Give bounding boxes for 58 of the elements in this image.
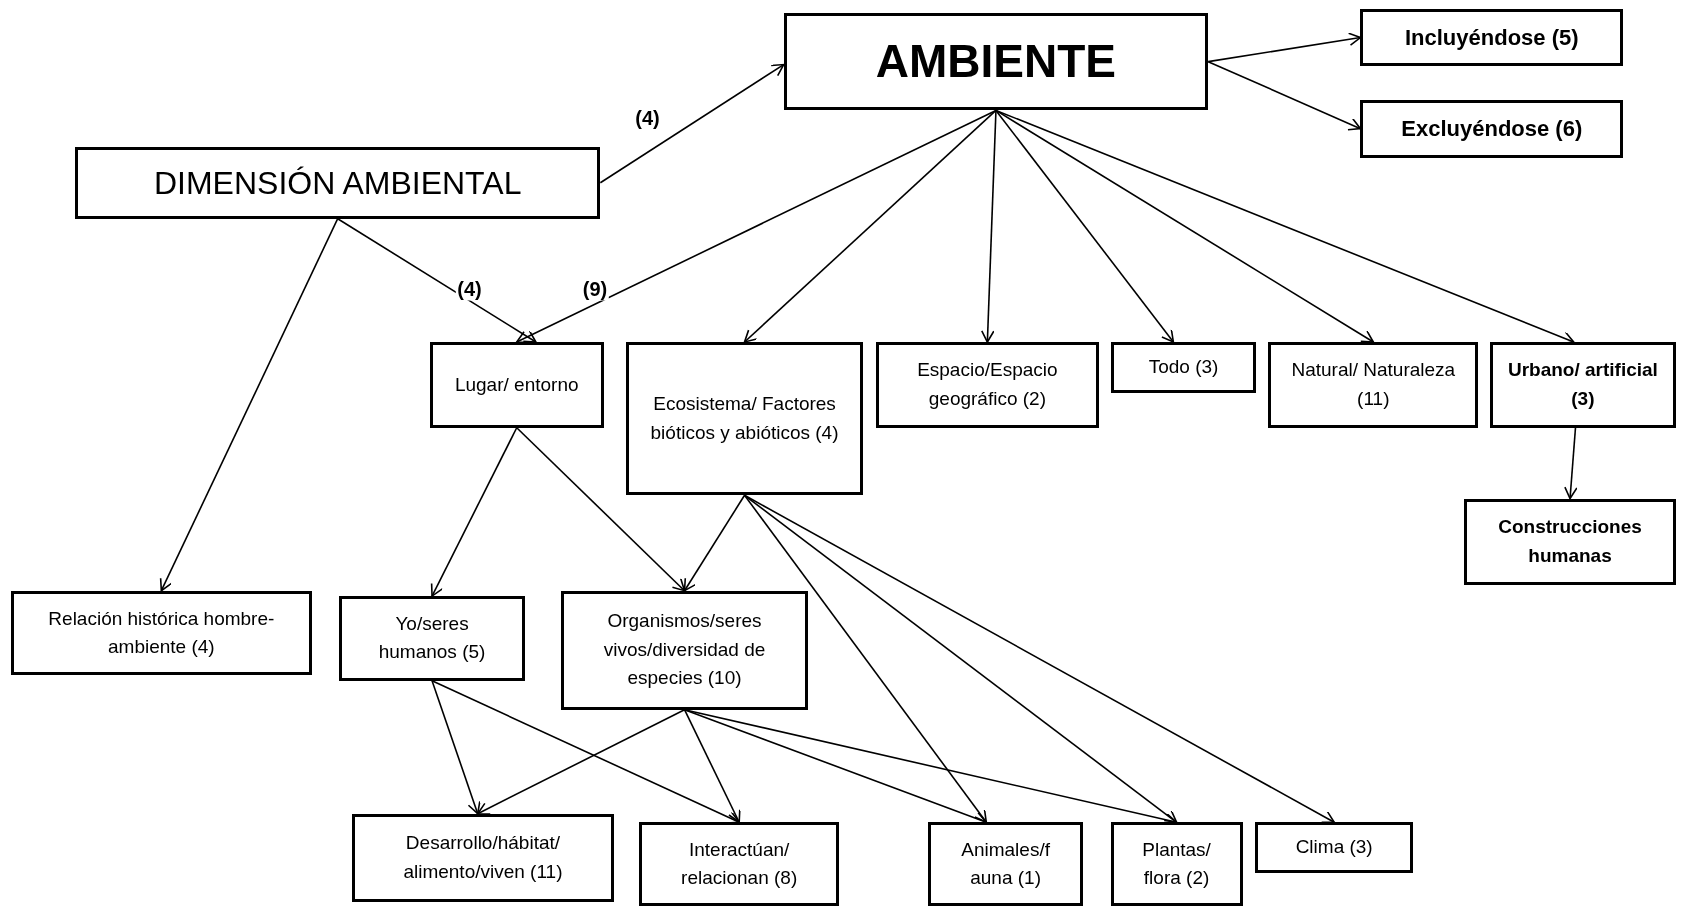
arrow: [1207, 60, 1362, 131]
concept-box: [928, 822, 1083, 906]
arrow: [683, 708, 741, 824]
concept-box: [1464, 498, 1676, 586]
arrow: [981, 109, 997, 343]
concept-box: [1268, 342, 1479, 428]
arrow: [431, 679, 740, 824]
arrow: [995, 109, 1175, 343]
arrow: [1207, 32, 1362, 63]
node-label: Urbano/ artificial (3): [1506, 358, 1659, 411]
node-label: Lugar/ entorno: [454, 372, 579, 397]
node-label: Plantas/ flora (2): [1141, 837, 1212, 891]
node-label: Construcciones humanas: [1497, 515, 1643, 568]
arrow: [743, 109, 997, 343]
arrow: [476, 708, 686, 815]
concept-box: [1360, 8, 1624, 67]
concept-box: [1255, 822, 1413, 873]
concept-box: [1110, 342, 1257, 394]
arrow: [995, 109, 1375, 343]
concept-box: [1490, 342, 1676, 428]
concept-box: [338, 596, 526, 681]
node-label: Organismos/seres vivos/diversidad de especies (10): [602, 609, 767, 691]
arrow: [431, 679, 481, 815]
concept-box: [783, 12, 1209, 111]
node-label: Espacio/Espacio geográfico (2): [916, 358, 1059, 411]
node-label: Ecosistema/ Factores bióticos y abióticos (4): [649, 392, 840, 445]
arrow: [430, 426, 518, 597]
node-label: Excluyéndose (6): [1401, 115, 1583, 144]
arrow: [515, 109, 997, 344]
concept-box: [875, 342, 1099, 428]
concept-box: [560, 590, 809, 710]
arrow: [683, 494, 746, 592]
concept-box: [10, 590, 312, 676]
node-label: AMBIENTE: [875, 34, 1117, 90]
node-label: Natural/ Naturaleza (11): [1290, 358, 1457, 411]
concept-box: [351, 813, 615, 902]
node-label: Desarrollo/hábitat/ alimento/viven (11): [402, 831, 564, 884]
concept-box: [429, 342, 604, 428]
node-label: DIMENSIÓN AMBIENTAL: [153, 163, 522, 203]
arrow: [743, 494, 1178, 824]
arrow: [1564, 426, 1578, 500]
concept-box: [626, 342, 863, 496]
arrow: [515, 426, 686, 592]
arrow: [159, 217, 339, 592]
node-label: Clima (3): [1295, 835, 1373, 860]
arrow: [336, 217, 537, 343]
concept-box: [638, 822, 840, 906]
node-label: Relación histórica hombre-ambiente (4): [47, 606, 276, 660]
concept-box: [75, 146, 601, 219]
concept-box: [1110, 822, 1243, 906]
node-label: Incluyéndose (5): [1404, 24, 1579, 52]
arrow: [599, 63, 785, 184]
node-label: Yo/seres humanos (5): [377, 611, 487, 665]
concept-box: [1360, 99, 1624, 158]
arrow: [743, 494, 988, 824]
node-label: Animales/f auna (1): [960, 837, 1051, 891]
node-label: Todo (3): [1148, 355, 1219, 380]
node-label: Interactúan/ relacionan (8): [680, 837, 799, 891]
